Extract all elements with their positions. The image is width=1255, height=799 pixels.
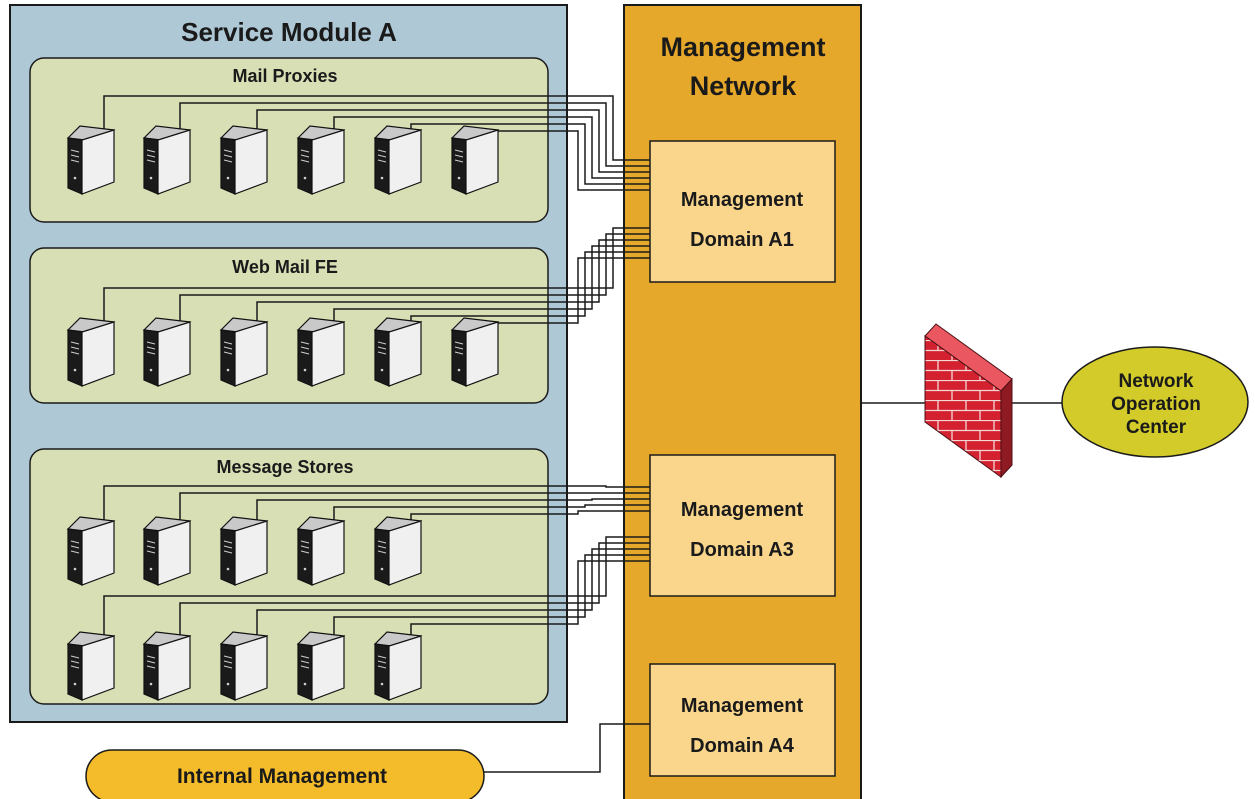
connection-wire <box>333 554 650 638</box>
connection-wire <box>103 95 650 161</box>
management-domain-a3-box <box>649 454 836 597</box>
connection-wire <box>410 510 650 523</box>
management-network-title-line2: Network <box>690 71 798 101</box>
connection-wire <box>179 102 650 167</box>
firewall-icon <box>924 323 1013 479</box>
server-icon <box>296 631 346 701</box>
noc-ellipse[interactable] <box>1061 346 1249 458</box>
connection-wire <box>103 536 650 638</box>
server-icon <box>296 317 346 387</box>
server-icon <box>66 317 116 387</box>
server-icon <box>142 516 192 586</box>
service-module-title: Service Module A <box>181 17 397 47</box>
internal-management-pill[interactable] <box>85 749 485 799</box>
management-domain-a4-line2: Domain A4 <box>690 735 795 757</box>
connection-wire <box>179 542 650 638</box>
connection-wire <box>179 492 650 523</box>
server-icon <box>142 317 192 387</box>
servers-layer <box>66 125 500 701</box>
server-icon <box>450 125 500 195</box>
connection-wire <box>179 233 650 324</box>
group-message-stores-label: Message Stores <box>216 457 353 477</box>
server-icon <box>219 631 269 701</box>
server-icon <box>66 125 116 195</box>
management-network-title-line1: Management <box>660 32 825 62</box>
management-domain-a1-line1: Management <box>681 189 804 211</box>
server-icon <box>219 125 269 195</box>
noc-label-line2: Operation <box>1111 394 1201 415</box>
server-icon <box>373 125 423 195</box>
internal-management-wire <box>482 723 650 773</box>
server-icon <box>373 631 423 701</box>
connection-wire <box>333 245 650 324</box>
management-domain-a3-line2: Domain A3 <box>690 539 794 561</box>
connection-wires <box>103 95 650 638</box>
connection-wire <box>410 560 650 638</box>
server-icon <box>142 125 192 195</box>
server-icon <box>450 317 500 387</box>
connection-wire <box>333 504 650 523</box>
connection-wire <box>256 239 650 324</box>
server-icon <box>373 317 423 387</box>
server-icon <box>66 516 116 586</box>
group-web-mail-fe-label: Web Mail FE <box>232 257 338 277</box>
connection-wire <box>256 548 650 638</box>
connection-wire <box>103 485 650 523</box>
connection-wire <box>410 251 650 324</box>
internal-management-label: Internal Management <box>177 765 387 788</box>
connection-wire <box>333 116 650 179</box>
server-icon <box>373 516 423 586</box>
server-icon <box>66 631 116 701</box>
management-domain-a4-line1: Management <box>681 695 804 717</box>
management-domain-a3-line1: Management <box>681 499 804 521</box>
noc-label-line1: Network <box>1119 371 1194 392</box>
server-icon <box>219 516 269 586</box>
server-icon <box>142 631 192 701</box>
connection-wire <box>256 109 650 173</box>
connection-wire <box>410 123 650 185</box>
server-icon <box>296 516 346 586</box>
management-domain-a1-line2: Domain A1 <box>690 229 794 251</box>
management-domain-a4-box <box>649 663 836 777</box>
connection-wire <box>103 227 650 324</box>
server-icon <box>219 317 269 387</box>
group-mail-proxies-label: Mail Proxies <box>232 66 337 86</box>
connection-wire <box>256 498 650 523</box>
server-icon <box>296 125 346 195</box>
noc-label-line3: Center <box>1126 417 1187 438</box>
management-domain-a1-box <box>649 140 836 283</box>
